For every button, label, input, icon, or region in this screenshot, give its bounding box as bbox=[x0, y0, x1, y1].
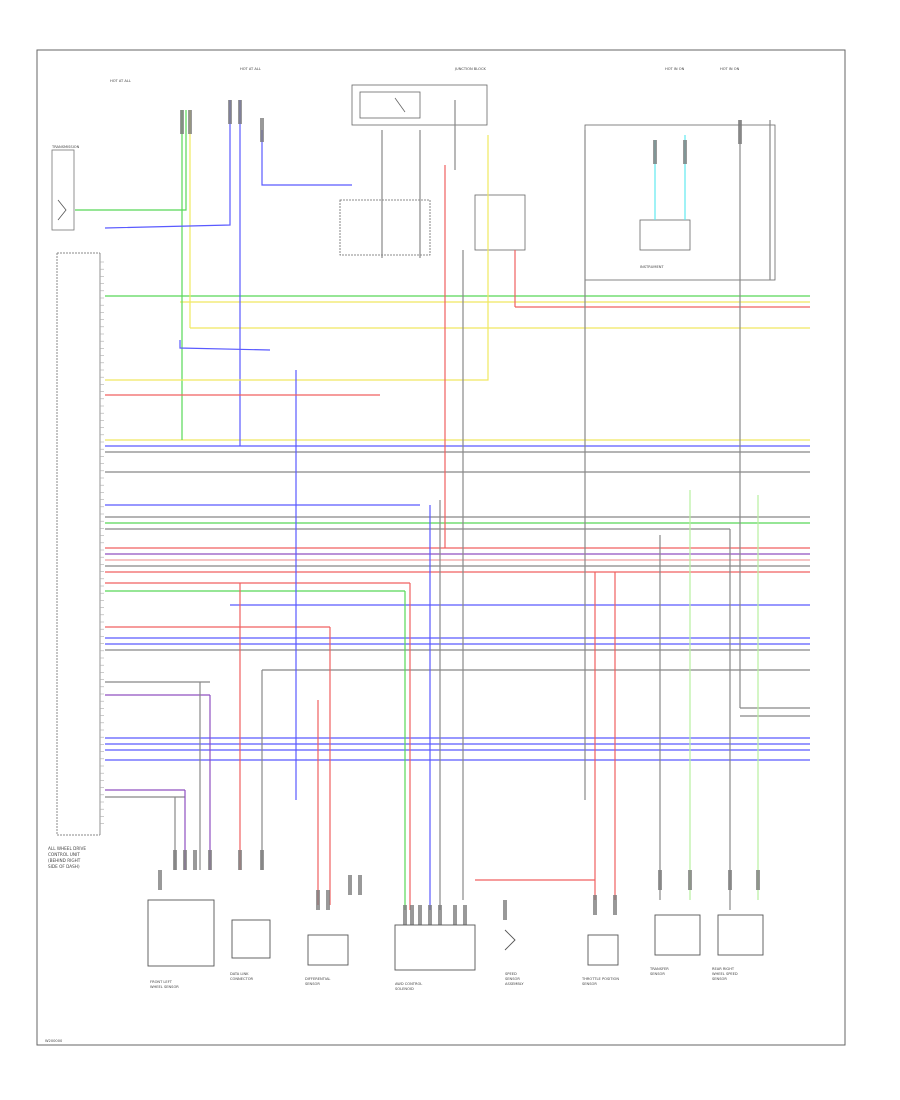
bottom-plug-19 bbox=[593, 895, 597, 915]
bottom-plug-2 bbox=[183, 850, 187, 870]
bottom-plug-9 bbox=[348, 875, 352, 895]
bottom-plug-7 bbox=[316, 890, 320, 910]
figure-code: W200000 bbox=[45, 1039, 63, 1043]
top-left-fuse-label: HOT AT ALL bbox=[110, 79, 131, 83]
bottom-plug-3 bbox=[193, 850, 197, 870]
top-plug-3 bbox=[238, 100, 242, 124]
top-plug-5 bbox=[653, 140, 657, 164]
bottom-plug-4 bbox=[208, 850, 212, 870]
bottom-plug-24 bbox=[756, 870, 760, 890]
bottom-plug-0 bbox=[158, 870, 162, 890]
harness-riser-2 bbox=[104, 100, 231, 229]
bottom-plug-14 bbox=[428, 905, 432, 925]
top-plug-6 bbox=[683, 140, 687, 164]
bottom-plug-16 bbox=[453, 905, 457, 925]
bottom-plug-6 bbox=[260, 850, 264, 870]
bottom-plug-5 bbox=[238, 850, 242, 870]
bottom-plug-20 bbox=[613, 895, 617, 915]
bottom-plug-12 bbox=[410, 905, 414, 925]
top-plug-4 bbox=[260, 118, 264, 142]
bottom-plug-23 bbox=[728, 870, 732, 890]
top-mid-fuse-label: HOT AT ALL bbox=[240, 67, 261, 71]
top-plug-1 bbox=[188, 110, 192, 134]
harness-riser-6 bbox=[105, 135, 489, 381]
relay-block bbox=[339, 84, 776, 281]
harness-riser-5 bbox=[261, 130, 352, 186]
top-relay-label: JUNCTION BLOCK bbox=[454, 67, 486, 71]
transmission-range-switch: TRANSMISSION bbox=[51, 145, 80, 231]
bottom-plug-15 bbox=[438, 905, 442, 925]
bottom-plug-13 bbox=[418, 905, 422, 925]
bottom-components bbox=[147, 899, 764, 971]
bottom-plug-8 bbox=[326, 890, 330, 910]
bottom-plug-10 bbox=[358, 875, 362, 895]
svg-text:TRANSMISSION: TRANSMISSION bbox=[51, 145, 80, 149]
top-right-fuse-b-label: HOT IN ON bbox=[720, 67, 740, 71]
bottom-plug-11 bbox=[403, 905, 407, 925]
top-plug-7 bbox=[738, 120, 742, 144]
bottom-plug-22 bbox=[688, 870, 692, 890]
top-plug-2 bbox=[228, 100, 232, 124]
diagram-border bbox=[36, 49, 846, 1046]
bottom-plug-21 bbox=[658, 870, 662, 890]
top-right-fuse-a-label: HOT IN ON bbox=[665, 67, 685, 71]
bottom-plug-17 bbox=[463, 905, 467, 925]
bottom-plug-1 bbox=[173, 850, 177, 870]
instrument-cluster-label: INSTRUMENT bbox=[640, 265, 664, 269]
top-plug-0 bbox=[180, 110, 184, 134]
harness-riser-10 bbox=[179, 340, 271, 351]
awd-control-unit bbox=[56, 252, 104, 836]
bottom-plug-18 bbox=[503, 900, 507, 920]
harness-riser-3 bbox=[75, 110, 187, 211]
